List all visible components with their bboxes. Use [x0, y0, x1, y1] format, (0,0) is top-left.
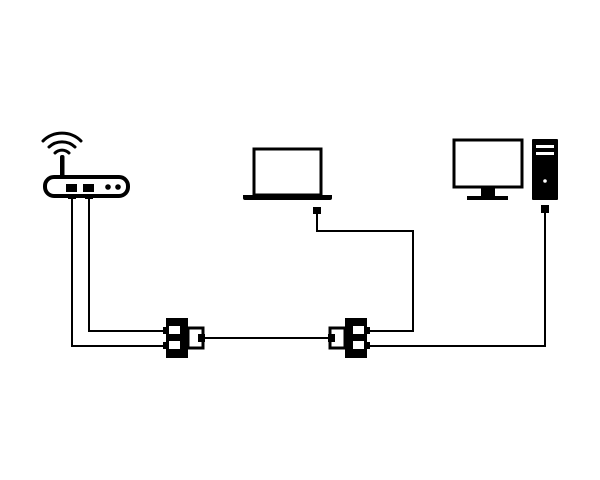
router-port-2 [83, 184, 94, 192]
splitter-right-plug-bottom [364, 342, 370, 349]
router-led-1 [105, 184, 111, 190]
tower-power-button [543, 179, 547, 183]
cable-router-port1 [71, 196, 166, 347]
monitor-stand [467, 196, 508, 200]
monitor-screen [452, 138, 524, 189]
router-antenna [60, 155, 65, 177]
splitter-left-body [166, 318, 188, 358]
splitter-right-port-top [353, 326, 364, 334]
splitter-right-port-bottom [353, 341, 364, 349]
cable-desktop [367, 211, 546, 347]
cable-router-port2 [88, 196, 166, 332]
splitter-left-port-bottom [169, 341, 180, 349]
laptop-base [243, 195, 332, 200]
desktop-plug [541, 205, 549, 213]
laptop-screen [252, 147, 323, 197]
tower-slot-1 [536, 145, 554, 148]
wifi-wave-middle [47, 140, 77, 149]
cable-laptop [316, 212, 414, 332]
router-plug-2 [85, 194, 93, 199]
splitter-left-side-plug [198, 334, 205, 342]
splitter-right-body [345, 318, 367, 358]
splitter-left-plug-bottom [163, 342, 169, 349]
splitter-right-plug-top [364, 327, 370, 334]
ethernet-splitter-icon [163, 318, 205, 358]
router-led-2 [115, 184, 121, 190]
laptop-icon [243, 147, 332, 214]
wifi-wave-outer [41, 131, 83, 143]
desktop-computer-icon [452, 138, 558, 213]
splitter-left-port-top [169, 326, 180, 334]
router-plug-1 [68, 194, 76, 199]
wifi-router-icon [41, 131, 130, 199]
ethernet-splitter-icon [328, 318, 370, 358]
splitter-left-plug-top [163, 327, 169, 334]
router-port-1 [66, 184, 77, 192]
laptop-plug [313, 207, 321, 214]
monitor-neck [481, 187, 495, 196]
splitter-right-side-plug [328, 334, 335, 342]
computer-tower [532, 139, 558, 200]
wifi-wave-inner [53, 148, 71, 155]
cables [71, 196, 546, 347]
tower-slot-2 [536, 152, 554, 155]
